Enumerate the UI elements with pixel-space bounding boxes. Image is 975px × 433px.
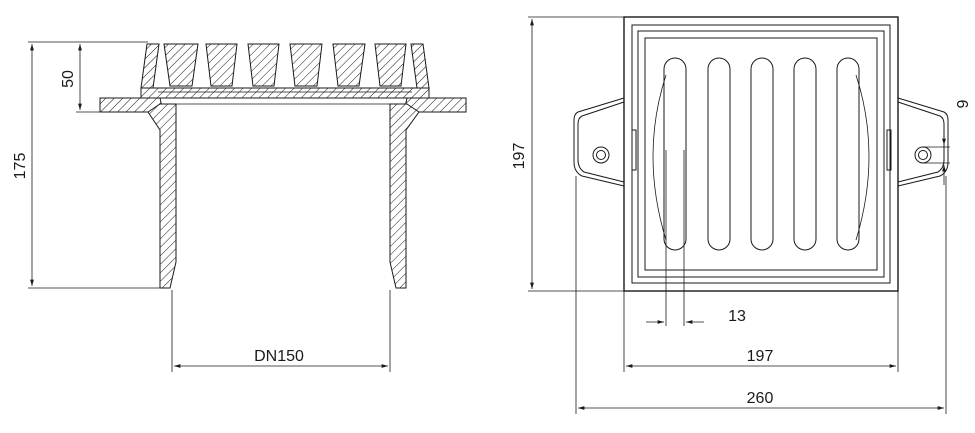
body-wall-left xyxy=(147,103,177,289)
dim-pipe-diameter: DN150 xyxy=(254,348,304,365)
top-view xyxy=(573,16,949,292)
mounting-lug-left xyxy=(573,97,625,187)
dim-flange-height: 50 xyxy=(60,70,77,88)
body-wall-right xyxy=(389,103,420,289)
dim-grate-height: 197 xyxy=(511,143,528,170)
grate-bars xyxy=(140,43,430,89)
top-view-dimensions xyxy=(528,16,950,414)
grate-frame xyxy=(140,87,430,99)
dim-overall-width: 260 xyxy=(747,390,774,407)
dim-total-height: 175 xyxy=(12,153,29,180)
dim-slot-width: 13 xyxy=(728,308,746,325)
side-view-dimensions xyxy=(28,41,391,372)
dim-hole-diameter: 9 xyxy=(955,99,972,108)
bolt-hole-right xyxy=(914,146,932,164)
dim-grate-width: 197 xyxy=(747,348,774,365)
grate-slots xyxy=(663,57,860,251)
grate-outer-frame xyxy=(623,16,899,292)
side-view-section xyxy=(99,43,467,289)
bolt-hole-left xyxy=(592,146,610,164)
mounting-lug-right xyxy=(897,97,949,187)
